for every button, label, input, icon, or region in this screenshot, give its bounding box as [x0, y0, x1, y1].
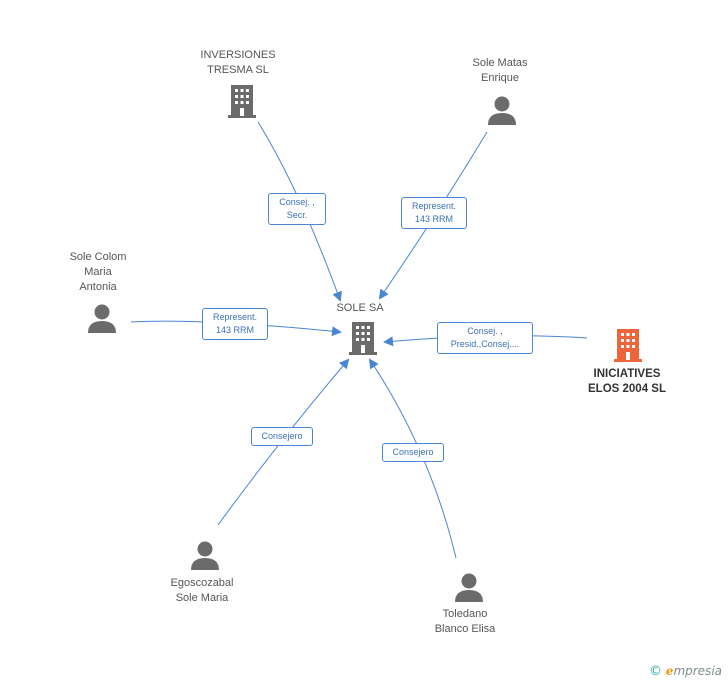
sole-colom-node-label: Sole Colom Maria Antonia	[69, 251, 127, 293]
edge-label-sole-colom[interactable]: Represent. 143 RRM	[202, 308, 268, 340]
empresia-logo[interactable]: © empresia	[649, 664, 722, 679]
edge-label-toledano[interactable]: Consejero	[382, 443, 444, 462]
brand-name: mpresia	[673, 664, 722, 678]
building-icon[interactable]	[226, 83, 258, 119]
copyright-icon: ©	[648, 664, 662, 679]
center-node-label: SOLE SA	[336, 302, 384, 314]
edge-label-inversiones[interactable]: Consej. , Secr.	[268, 193, 326, 225]
inversiones-node-label: INVERSIONES TRESMA SL	[200, 49, 276, 76]
edge-label-sole-matas[interactable]: Represent. 143 RRM	[401, 197, 467, 229]
person-icon[interactable]	[487, 95, 517, 127]
toledano-node-label: Toledano Blanco Elisa	[434, 608, 496, 635]
person-icon[interactable]	[190, 540, 220, 572]
building-icon[interactable]	[347, 320, 379, 356]
egoscozabal-node-label: Egoscozabal Sole Maria	[170, 577, 234, 604]
sole-matas-node-label: Sole Matas Enrique	[472, 57, 528, 84]
person-icon[interactable]	[87, 303, 117, 335]
iniciatives-node-label: INICIATIVES ELOS 2004 SL	[588, 368, 666, 395]
person-icon[interactable]	[454, 572, 484, 604]
building-icon[interactable]	[612, 327, 644, 363]
edge-label-egoscozabal[interactable]: Consejero	[251, 427, 313, 446]
edge-label-iniciatives[interactable]: Consej. , Presid.,Consej....	[437, 322, 533, 354]
brand-e: e	[665, 664, 674, 678]
